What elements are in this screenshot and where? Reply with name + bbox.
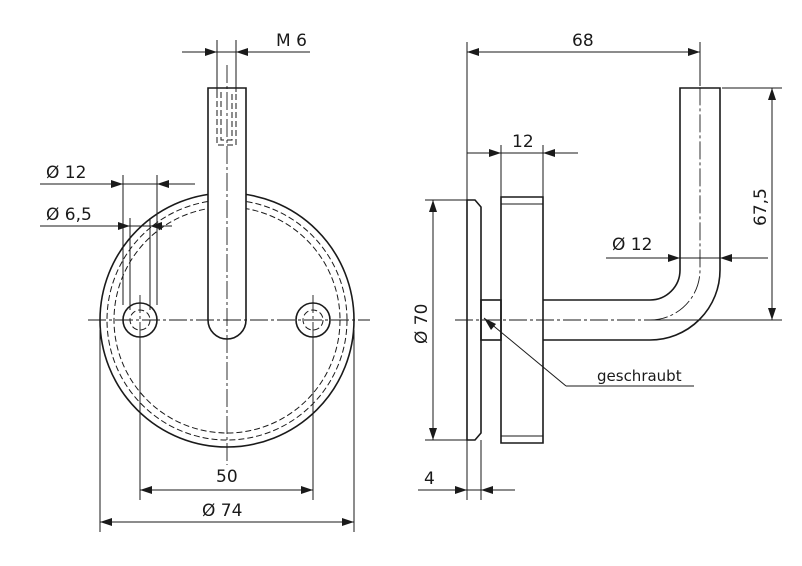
dimension-thread: M 6 xyxy=(182,31,310,92)
flange-thickness-label: 4 xyxy=(424,469,435,489)
thread-core-hidden xyxy=(220,92,233,141)
dimension-hole-outer: Ø 12 xyxy=(40,163,195,305)
dimension-hole-spacing: 50 xyxy=(139,340,314,500)
dimension-plate-thickness: 12 xyxy=(467,132,578,197)
note-label: geschraubt xyxy=(597,367,682,385)
plate-thickness-label: 12 xyxy=(512,132,534,152)
dimension-overall-length: 68 xyxy=(466,31,701,200)
note-leader: geschraubt xyxy=(483,317,694,387)
dimension-flange-diameter: Ø 70 xyxy=(412,199,467,441)
front-view: M 6 Ø 12 Ø 6,5 50 xyxy=(40,31,370,532)
flange-diameter-label: Ø 70 xyxy=(412,304,432,344)
thread-label: M 6 xyxy=(276,31,307,51)
rod-diameter-label: Ø 12 xyxy=(612,235,652,255)
rod-centerline xyxy=(649,80,701,321)
dimension-rod-diameter: Ø 12 xyxy=(606,235,768,262)
height-label: 67,5 xyxy=(751,188,771,226)
hole-inner-label: Ø 6,5 xyxy=(46,205,92,225)
overall-length-label: 68 xyxy=(572,31,594,51)
side-view: 68 12 67,5 Ø 12 xyxy=(412,31,782,500)
dimension-flange-thickness: 4 xyxy=(418,440,515,500)
hole-spacing-label: 50 xyxy=(216,467,238,487)
dimension-height: 67,5 xyxy=(655,87,782,321)
dimension-plate-diameter: Ø 74 xyxy=(99,330,355,532)
hole-outer-label: Ø 12 xyxy=(46,163,86,183)
base-plate-side xyxy=(500,196,544,444)
dimension-hole-inner: Ø 6,5 xyxy=(40,205,172,310)
bent-rod xyxy=(543,87,721,341)
plate-diameter-label: Ø 74 xyxy=(202,501,242,521)
